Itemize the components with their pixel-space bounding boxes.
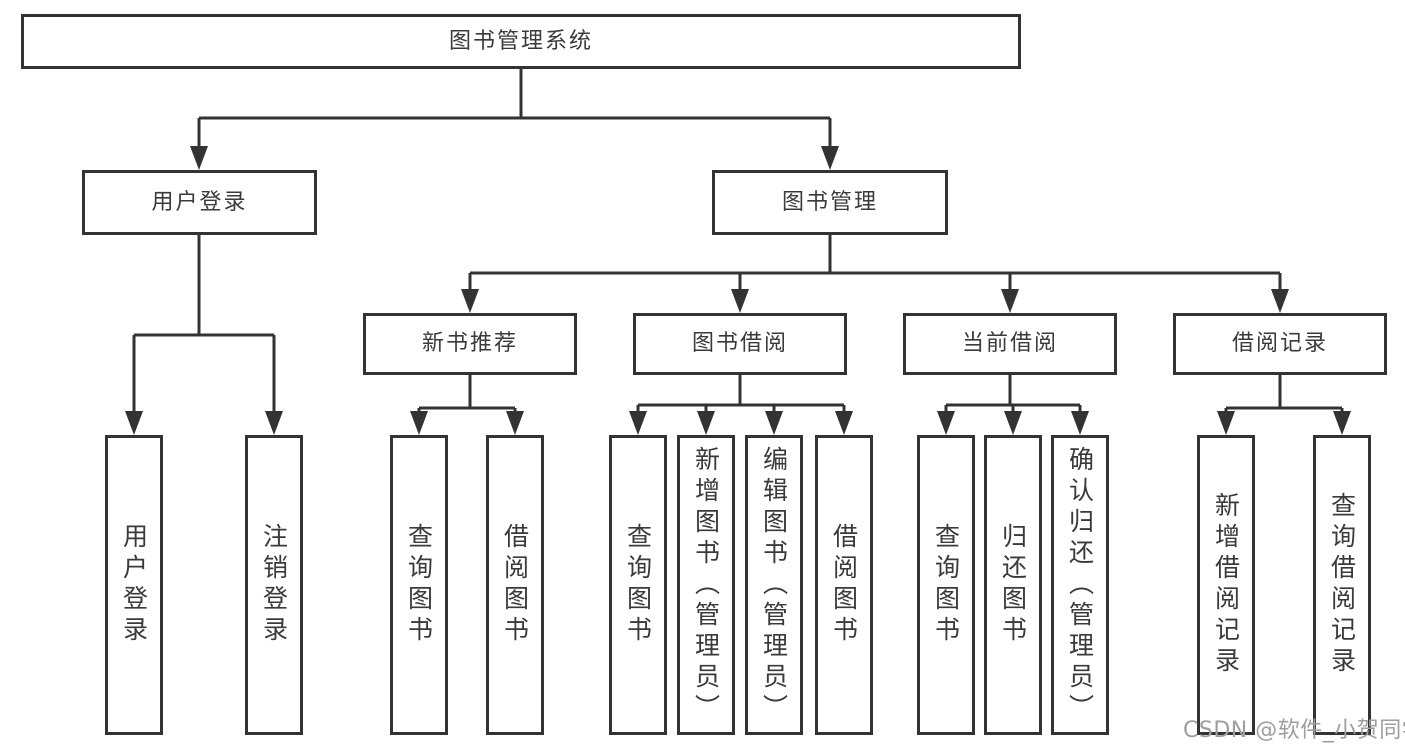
node-leaf-user-login: 用户登录 [105, 435, 163, 735]
arrow-down-icon [1001, 289, 1019, 313]
node-leaf-query-book-2: 查询图书 [609, 435, 667, 735]
connector-current-borrow-branch [937, 375, 1089, 435]
node-borrow-record: 借阅记录 [1173, 313, 1387, 375]
arrow-down-icon [1271, 289, 1289, 313]
connector-borrow-record-branch [1217, 375, 1351, 435]
arrow-down-icon [731, 289, 749, 313]
node-leaf-borrow-book-1: 借阅图书 [486, 435, 544, 735]
arrow-down-icon [410, 411, 428, 435]
node-leaf-return-book: 归还图书 [984, 435, 1042, 735]
arrow-down-icon [629, 411, 647, 435]
arrow-down-icon [821, 146, 839, 170]
arrow-down-icon [125, 411, 143, 435]
connector-line [944, 375, 1082, 417]
arrow-down-icon [697, 411, 715, 435]
connector-book-mgmt-to-level3 [461, 235, 1289, 313]
connector-line [1224, 375, 1344, 417]
arrow-down-icon [937, 411, 955, 435]
node-leaf-query-book-1: 查询图书 [390, 435, 448, 735]
node-book-borrow: 图书借阅 [633, 313, 847, 375]
arrow-down-icon [765, 411, 783, 435]
connector-book-borrow-branch [629, 375, 853, 435]
connector-line [197, 69, 832, 152]
connector-line [132, 235, 276, 417]
node-leaf-edit-book-admin: 编辑图书（管理员） [745, 435, 803, 735]
node-leaf-logout: 注销登录 [245, 435, 303, 735]
node-root-system: 图书管理系统 [21, 14, 1021, 69]
arrow-down-icon [1217, 411, 1235, 435]
arrow-down-icon [1004, 411, 1022, 435]
connector-new-book-branch [410, 375, 524, 435]
arrow-down-icon [506, 411, 524, 435]
node-leaf-add-borrow-record: 新增借阅记录 [1197, 435, 1255, 735]
node-new-book-recommend: 新书推荐 [363, 313, 577, 375]
node-current-borrow: 当前借阅 [903, 313, 1117, 375]
connector-line [468, 235, 1282, 295]
connector-line [636, 375, 846, 417]
arrow-down-icon [1333, 411, 1351, 435]
node-leaf-query-book-3: 查询图书 [917, 435, 975, 735]
csdn-watermark: CSDN @软件_小贺同学 [1183, 718, 1405, 743]
connector-line [417, 375, 517, 417]
node-leaf-borrow-book-2: 借阅图书 [815, 435, 873, 735]
connector-root-to-level2 [190, 69, 839, 170]
node-user-login: 用户登录 [82, 170, 317, 235]
connector-user-login-branch [125, 235, 283, 435]
arrow-down-icon [265, 411, 283, 435]
node-book-management: 图书管理 [712, 170, 948, 235]
node-leaf-confirm-return-admin: 确认归还（管理员） [1051, 435, 1109, 735]
node-leaf-add-book-admin: 新增图书（管理员） [677, 435, 735, 735]
arrow-down-icon [1071, 411, 1089, 435]
arrow-down-icon [461, 289, 479, 313]
arrow-down-icon [835, 411, 853, 435]
node-leaf-query-borrow-record: 查询借阅记录 [1313, 435, 1371, 735]
arrow-down-icon [190, 146, 208, 170]
